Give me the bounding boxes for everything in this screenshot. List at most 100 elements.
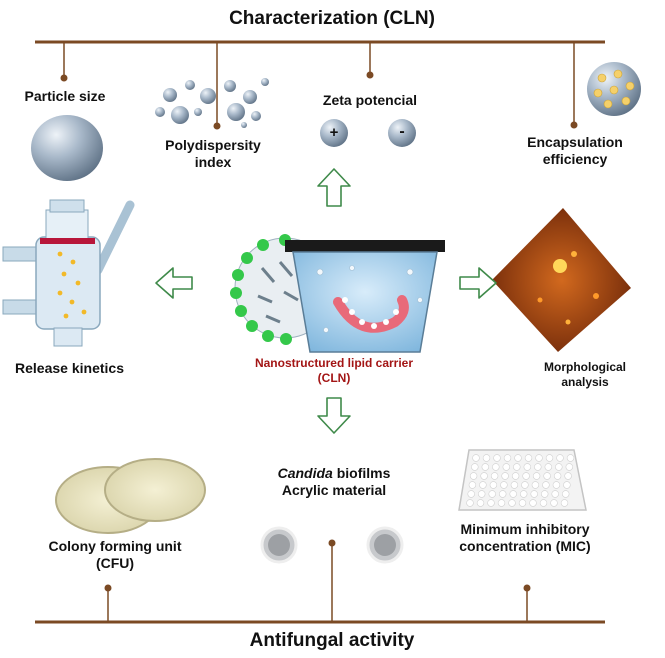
release-apparatus <box>2 199 135 347</box>
microplate-well <box>478 490 486 498</box>
microplate-well <box>535 454 543 462</box>
zeta-plus-sign: + <box>329 124 339 141</box>
center-carrier-label: Nanostructured lipid carrier (CLN) <box>214 356 454 386</box>
microplate-well <box>510 481 519 489</box>
microplate-well <box>467 490 475 498</box>
cfu-label: Colony forming unit (CFU) <box>40 538 190 572</box>
microplate-well <box>503 454 512 462</box>
microplate-well <box>519 490 528 498</box>
microplate-well <box>499 490 507 498</box>
arrow-right <box>459 267 497 299</box>
microplate-well <box>531 481 540 489</box>
microplate-well <box>489 481 498 489</box>
microplate-well <box>511 472 520 480</box>
mic-line-2: concentration (MIC) <box>459 538 591 554</box>
candida-label: Candida biofilms Acrylic material <box>254 465 414 499</box>
microplate-well <box>524 454 533 462</box>
morphology-image <box>492 208 631 352</box>
zeta-label: Zeta potencial <box>322 92 418 108</box>
beaker-with-denture <box>285 240 445 353</box>
microplate-well <box>540 490 549 498</box>
microplate-well <box>523 463 531 471</box>
polydispersity-line-1: Polydispersity <box>165 137 261 153</box>
center-line-2: (CLN) <box>317 371 351 385</box>
encapsulation-sphere <box>587 62 641 116</box>
microplate-well <box>479 481 487 489</box>
microplate-well <box>493 454 501 462</box>
petri-dishes <box>55 458 206 534</box>
microplate-well <box>521 481 529 489</box>
arrow-left <box>155 267 193 299</box>
arrow-down <box>317 397 351 434</box>
center-line-1: Nanostructured lipid carrier <box>254 356 414 370</box>
release-kinetics-label: Release kinetics <box>15 360 124 376</box>
microplate-well <box>545 454 554 462</box>
microplate-well <box>514 454 522 462</box>
microplate-well <box>553 472 562 480</box>
microplate-well <box>471 463 479 471</box>
cfu-line-2: (CFU) <box>95 555 135 571</box>
microplate-well <box>564 472 572 480</box>
top-bar <box>35 40 605 130</box>
microplate-well <box>566 454 575 462</box>
microplate-well <box>556 454 564 462</box>
microplate-well <box>501 472 509 480</box>
bottom-bar <box>35 539 605 624</box>
microplate-well <box>543 472 551 480</box>
morphological-label: Morphological analysis <box>520 360 650 390</box>
microplate-well <box>472 454 480 462</box>
microplate-well <box>508 499 516 507</box>
microplate-well <box>480 472 488 480</box>
acrylic-discs <box>260 526 404 564</box>
candida-italic: Candida <box>277 465 333 481</box>
microplate-well <box>476 499 485 507</box>
encapsulation-label: Encapsulation efficiency <box>505 134 645 168</box>
microplate-well <box>500 481 508 489</box>
microplate-well <box>560 499 569 507</box>
microplate-well <box>518 499 527 507</box>
zeta-minus-sign: - <box>399 123 405 140</box>
polydispersity-label: Polydispersity index <box>148 137 278 171</box>
microplate-well <box>534 463 542 471</box>
microplate-well <box>513 463 521 471</box>
characterization-title: Characterization (CLN) <box>229 8 435 29</box>
candida-rest: biofilms <box>332 465 391 481</box>
microplate-well <box>544 463 552 471</box>
microplate-well <box>555 463 563 471</box>
morphological-line-1: Morphological <box>544 360 626 374</box>
microplate-well <box>487 499 495 507</box>
microplate-well <box>481 463 489 471</box>
arrow-up <box>317 168 351 207</box>
microplate-well <box>488 490 496 498</box>
microplate-well <box>490 472 499 480</box>
morphological-line-2: analysis <box>561 375 609 389</box>
encapsulation-line-1: Encapsulation <box>527 134 623 150</box>
microplate-well <box>482 454 491 462</box>
microplate <box>458 449 587 511</box>
particle-size-sphere <box>31 115 103 181</box>
antifungal-title: Antifungal activity <box>249 630 415 651</box>
microplate-well <box>492 463 500 471</box>
acrylic-line: Acrylic material <box>281 482 387 498</box>
microplate-well <box>551 490 559 498</box>
encapsulation-line-2: efficiency <box>542 151 608 167</box>
mic-line-1: Minimum inhibitory <box>460 521 590 537</box>
microplate-well <box>497 499 506 507</box>
polydispersity-particles <box>155 78 269 128</box>
microplate-well <box>550 499 558 507</box>
polydispersity-line-2: index <box>194 154 232 170</box>
microplate-well <box>552 481 561 489</box>
microplate-well <box>561 490 570 498</box>
cfu-line-1: Colony forming unit <box>48 538 182 554</box>
zeta-spheres <box>320 119 416 147</box>
microplate-well <box>466 499 474 507</box>
microplate-well <box>565 463 573 471</box>
microplate-well <box>522 472 530 480</box>
microplate-well <box>502 463 510 471</box>
microplate-well <box>509 490 517 498</box>
particle-size-label: Particle size <box>24 88 106 104</box>
mic-label: Minimum inhibitory concentration (MIC) <box>430 521 620 555</box>
microplate-well <box>469 472 478 480</box>
microplate-well <box>530 490 538 498</box>
